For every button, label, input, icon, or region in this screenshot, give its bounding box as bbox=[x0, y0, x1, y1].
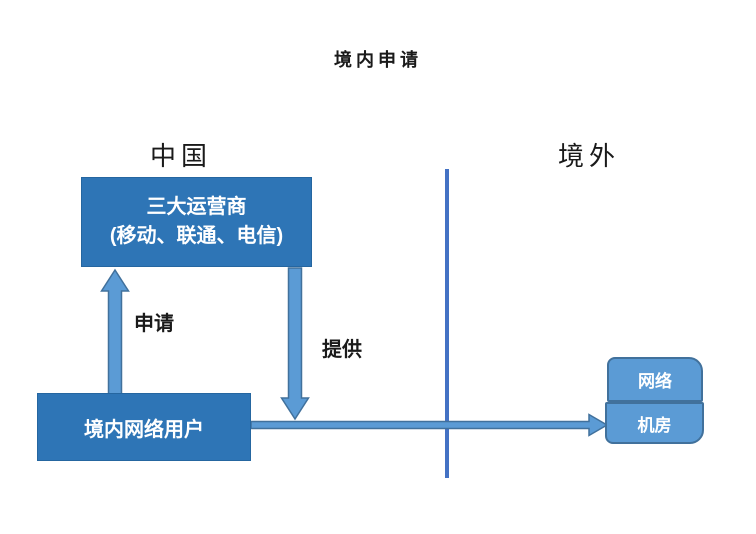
apply-arrow-label: 申请 bbox=[134, 313, 174, 335]
node-server-room: 机房 bbox=[605, 402, 704, 444]
region-label-overseas: 境外 bbox=[558, 142, 621, 171]
provide-arrow-down bbox=[280, 267, 310, 421]
node-operators: 三大运营商 (移动、联通、电信) bbox=[81, 177, 312, 267]
provide-arrow-label: 提供 bbox=[322, 339, 362, 361]
flow-arrow-right bbox=[250, 413, 609, 437]
node-network: 网络 bbox=[607, 357, 703, 402]
node-operators-line1: 三大运营商 bbox=[146, 196, 247, 218]
diagram-title: 境内申请 bbox=[334, 50, 422, 70]
node-domestic-users: 境内网络用户 bbox=[37, 393, 251, 461]
region-label-china: 中国 bbox=[150, 142, 213, 171]
node-operators-line2: (移动、联通、电信) bbox=[109, 225, 284, 247]
apply-arrow-up bbox=[100, 268, 130, 395]
